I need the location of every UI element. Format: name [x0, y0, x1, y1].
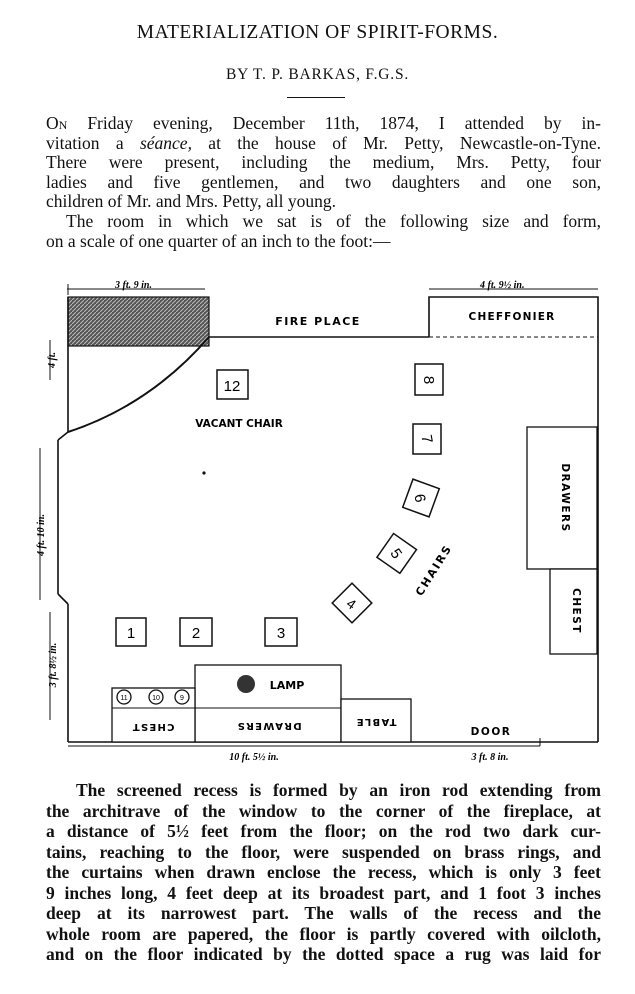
chair-11: 11 — [116, 689, 132, 705]
svg-text:10: 10 — [152, 695, 160, 702]
drawers-bottom-label: DRAWERS — [236, 720, 301, 731]
fire-place-label: FIRE PLACE — [275, 315, 361, 328]
left-dimension-lines — [39, 340, 51, 720]
intro-line-1: On Friday evening, December 11th, 1874, … — [46, 113, 601, 134]
body-line-7: deep at its narrowest part. The walls of… — [46, 903, 601, 923]
svg-text:2: 2 — [192, 625, 200, 642]
chair-9: 9 — [174, 689, 190, 705]
intro-line-3: There were present, including the medium… — [46, 152, 601, 172]
chair-2: 2 — [179, 617, 213, 647]
scale-line-1: The room in which we sat is of the follo… — [66, 211, 601, 231]
body-line-1: The screened recess is formed by an iron… — [76, 780, 601, 800]
chair-4: 4 — [331, 582, 373, 624]
dimension-bottom-door: 3 ft. 8 in. — [471, 752, 509, 763]
window-recess-hatched — [67, 296, 210, 347]
vacant-chair-label: VACANT CHAIR — [195, 418, 283, 430]
body-line-5: the curtains when drawn enclose the rece… — [46, 862, 601, 882]
body-line-9: and on the floor indicated by the dotted… — [46, 944, 601, 964]
floor-plan: 3 ft. 9 in. 4 ft. 9½ in. FIRE PLACE CHEF… — [36, 280, 599, 763]
svg-text:11: 11 — [120, 695, 127, 702]
lamp-label: LAMP — [270, 679, 305, 692]
drawers-right: DRAWERS — [526, 426, 598, 570]
intro-line-4: ladies and five gentlemen, and two daugh… — [46, 171, 601, 192]
svg-text:9: 9 — [180, 695, 184, 702]
svg-text:3: 3 — [277, 625, 285, 642]
svg-text:7: 7 — [417, 434, 435, 445]
intro-line-2: vitation a séance, at the house of Mr. P… — [46, 132, 602, 154]
door-label: DOOR — [471, 726, 512, 738]
dimension-left-upper: 4 ft. — [47, 352, 58, 369]
intro-line-5: children of Mr. and Mrs. Petty, all youn… — [46, 191, 337, 211]
intro-line-2a: vitation a — [46, 132, 140, 153]
scale-paragraph: The room in which we sat is of the follo… — [46, 211, 601, 251]
body-line-3: a distance of 5½ feet from the floor; on… — [46, 821, 601, 841]
intro-seance-word: séance, — [139, 132, 192, 153]
body-line-8: whole room are papered, the floor is par… — [46, 923, 601, 944]
dimension-top-left: 3 ft. 9 in. — [114, 280, 152, 291]
dimension-left-middle: 4 ft. 10 in. — [36, 514, 47, 557]
lamp-icon — [237, 675, 255, 693]
svg-text:CHEST: CHEST — [570, 588, 582, 634]
byline: BY T. P. BARKAS, F.G.S. — [225, 66, 410, 83]
intro-paragraph: On Friday evening, December 11th, 1874, … — [46, 113, 602, 212]
body-paragraph: The screened recess is formed by an iron… — [46, 780, 601, 965]
svg-text:12: 12 — [224, 378, 241, 395]
dimension-bottom-main: 10 ft. 5½ in. — [229, 752, 278, 763]
top-dimension-lines — [67, 284, 598, 295]
body-line-6: 9 inches long, 4 feet deep at its broade… — [46, 882, 601, 903]
lamp-table: LAMP DRAWERS — [194, 664, 342, 743]
cheffonier-label: CHEFFONIER — [469, 311, 556, 323]
chair-7: 7 — [412, 423, 442, 455]
svg-text:8: 8 — [420, 376, 437, 384]
chair-1: 1 — [115, 617, 147, 647]
svg-text:DRAWERS: DRAWERS — [559, 463, 571, 532]
chest-bottom-label: CHEST — [131, 721, 174, 732]
chairs-label: CHAIRS — [413, 542, 455, 598]
chest-right: CHEST — [549, 568, 598, 655]
intro-dropcap-word: On — [46, 113, 68, 133]
table-right: TABLE — [340, 698, 412, 743]
curtain-rod-arc — [67, 336, 210, 433]
intro-line-2b: at the house of Mr. Petty, Newcastle-on-… — [191, 132, 602, 153]
title-rule — [287, 97, 345, 98]
svg-text:TABLE: TABLE — [355, 716, 396, 727]
dimension-left-lower: 3 ft. 8½ in. — [48, 643, 59, 688]
chair-3: 3 — [264, 617, 298, 647]
chair-6: 6 — [401, 478, 441, 518]
chair-10: 10 — [148, 689, 164, 705]
dimension-top-right: 4 ft. 9½ in. — [479, 280, 524, 291]
page-title: MATERIALIZATION OF SPIRIT-FORMS. — [136, 22, 499, 43]
scale-line-2: on a scale of one quarter of an inch to … — [46, 230, 391, 251]
chair-8: 8 — [414, 363, 444, 396]
bottom-dimension-lines — [68, 738, 541, 747]
body-line-2: the architrave of the window to the corn… — [46, 800, 601, 821]
svg-text:6: 6 — [410, 493, 428, 504]
chair-5: 5 — [375, 532, 418, 575]
svg-text:1: 1 — [127, 625, 135, 642]
intro-line-1-text: Friday evening, December 11th, 1874, I a… — [67, 113, 601, 133]
body-line-4: tains, reaching to the floor, were suspe… — [46, 841, 601, 862]
chair-12: 12 — [216, 369, 249, 400]
center-dot — [202, 471, 206, 475]
